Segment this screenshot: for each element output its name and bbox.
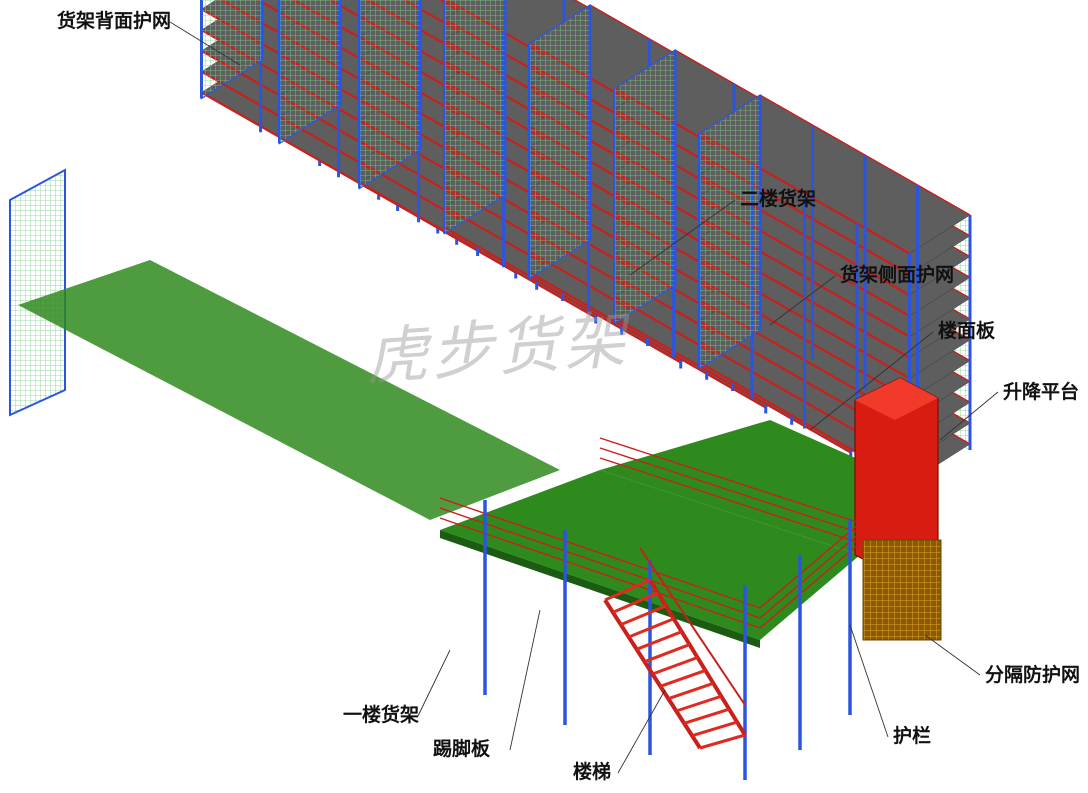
stair-tread xyxy=(691,720,738,738)
stair-tread xyxy=(644,643,691,664)
label-back-mesh: 货架背面护网 xyxy=(57,10,172,32)
side-mesh-panel xyxy=(200,0,263,100)
stair-tread xyxy=(636,630,683,651)
label-stairs: 楼梯 xyxy=(573,761,612,783)
watermark: 虎步货架 xyxy=(363,302,632,395)
label-partition-mesh: 分隔防护网 xyxy=(985,664,1081,686)
label-first-floor-rack: 一楼货架 xyxy=(343,704,420,726)
stair-tread xyxy=(675,694,722,713)
side-mesh-panel xyxy=(528,3,591,280)
guardrail-bar xyxy=(439,497,761,609)
leader-lines xyxy=(169,21,999,774)
guardrail-bar xyxy=(759,532,861,619)
end-frame-mesh xyxy=(9,168,66,417)
label-guardrail: 护栏 xyxy=(893,725,932,747)
stair-handrail xyxy=(639,547,746,706)
stair-tread xyxy=(699,733,746,750)
staircase xyxy=(603,547,747,750)
stair-tread xyxy=(651,656,699,676)
side-mesh-panel xyxy=(278,0,341,145)
label-side-mesh: 货架侧面护网 xyxy=(840,264,955,286)
leader-line xyxy=(939,391,999,441)
rack-rows xyxy=(9,0,972,489)
label-floor-board: 楼面板 xyxy=(938,320,996,342)
leader-line xyxy=(849,624,889,738)
side-mesh-panel xyxy=(443,0,506,235)
front-layer xyxy=(439,377,942,780)
lift-top xyxy=(855,378,938,420)
leader-line xyxy=(809,331,934,431)
stair-tread xyxy=(620,604,667,627)
stair-tread xyxy=(604,578,651,602)
floor-panel-front xyxy=(440,470,860,640)
guardrail-bar xyxy=(759,542,861,629)
side-mesh-panel xyxy=(698,93,761,370)
leader-line xyxy=(169,21,241,66)
stair-tread xyxy=(667,681,714,701)
upper-floor-walkway xyxy=(18,260,560,520)
guardrail-bar xyxy=(439,517,761,629)
leader-line xyxy=(509,609,541,751)
leader-line xyxy=(417,649,451,717)
side-mesh-panel xyxy=(358,0,421,190)
stair-tread xyxy=(683,707,730,725)
stair-tread xyxy=(659,669,706,688)
floor-layer xyxy=(18,260,860,648)
stair-tread xyxy=(612,591,659,614)
guardrail-bar xyxy=(599,437,861,524)
side-mesh-panel xyxy=(613,48,676,325)
stair-tread xyxy=(628,617,675,639)
leader-line xyxy=(769,275,836,326)
guardrail-bar xyxy=(599,457,861,544)
leader-line xyxy=(617,689,666,774)
floor-edge xyxy=(440,530,760,648)
label-lift-platform: 升降平台 xyxy=(1003,381,1080,403)
partition-mesh-panel xyxy=(862,539,942,641)
label-second-floor-rack: 二楼货架 xyxy=(740,188,817,210)
guardrail-bar xyxy=(599,447,861,534)
leader-line xyxy=(629,199,736,276)
guardrail-bar xyxy=(439,507,761,619)
label-kick-plate: 踢脚板 xyxy=(433,738,491,760)
leader-line xyxy=(924,634,981,676)
